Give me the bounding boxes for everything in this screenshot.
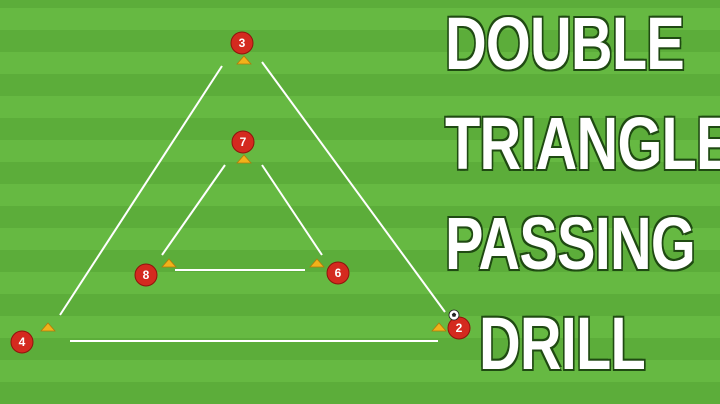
- pass-line-outer-left: [59, 65, 223, 316]
- pass-line-inner-left: [161, 164, 226, 256]
- title-line-4: DRILL: [478, 302, 646, 385]
- title-line-1: DOUBLE: [445, 2, 685, 85]
- player-8: 8: [134, 263, 158, 287]
- cone-icon: [236, 154, 252, 164]
- player-label: 7: [240, 135, 247, 149]
- cone-icon: [40, 322, 56, 332]
- player-label: 2: [456, 321, 463, 335]
- pass-line-inner-right: [261, 164, 323, 256]
- cone-icon: [236, 55, 252, 65]
- title-line-2: TRIANGLE: [445, 102, 720, 185]
- cone-icon: [431, 322, 447, 332]
- cone-icon: [161, 258, 177, 268]
- player-6: 6: [326, 261, 350, 285]
- player-7: 7: [231, 130, 255, 154]
- player-label: 4: [19, 335, 26, 349]
- player-4: 4: [10, 330, 34, 354]
- pass-line-outer-right: [261, 61, 446, 313]
- title-line-3: PASSING: [445, 202, 696, 285]
- player-label: 6: [335, 266, 342, 280]
- cone-icon: [309, 258, 325, 268]
- player-label: 8: [143, 268, 150, 282]
- player-label: 3: [239, 36, 246, 50]
- football-icon: [448, 309, 460, 321]
- player-3: 3: [230, 31, 254, 55]
